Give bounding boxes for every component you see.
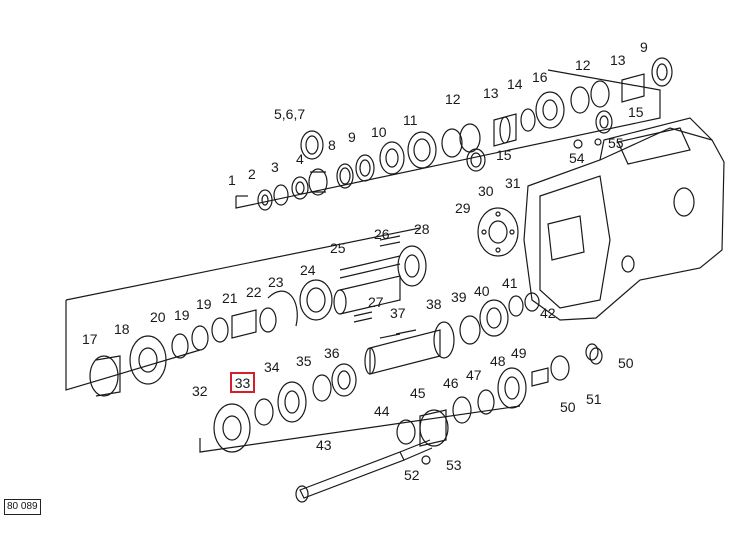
part-label: 16 bbox=[532, 69, 548, 85]
part-label: 12 bbox=[575, 57, 591, 73]
part-label: 25 bbox=[330, 240, 346, 256]
part-label: 21 bbox=[222, 290, 238, 306]
part-label: 49 bbox=[511, 345, 527, 361]
part-label: 17 bbox=[82, 331, 98, 347]
part-label: 44 bbox=[374, 403, 390, 419]
part-label: 32 bbox=[192, 383, 208, 399]
part-label: 19 bbox=[174, 307, 190, 323]
part-label: 19 bbox=[196, 296, 212, 312]
part-label: 8 bbox=[328, 137, 336, 153]
part-label: 9 bbox=[348, 129, 356, 145]
part-label: 27 bbox=[368, 294, 384, 310]
part-label: 22 bbox=[246, 284, 262, 300]
part-label: 29 bbox=[455, 200, 471, 216]
part-label: 15 bbox=[496, 147, 512, 163]
part-label: 39 bbox=[451, 289, 467, 305]
part-label: 36 bbox=[324, 345, 340, 361]
part-label: 23 bbox=[268, 274, 284, 290]
part-label: 37 bbox=[390, 305, 406, 321]
part-label: 9 bbox=[640, 39, 648, 55]
part-label: 1 bbox=[228, 172, 236, 188]
part-label: 47 bbox=[466, 367, 482, 383]
part-label: 13 bbox=[483, 85, 499, 101]
part-label: 18 bbox=[114, 321, 130, 337]
part-label: 54 bbox=[569, 150, 585, 166]
part-label: 55 bbox=[608, 135, 624, 151]
part-label: 34 bbox=[264, 359, 280, 375]
part-label: 12 bbox=[445, 91, 461, 107]
part-label: 31 bbox=[505, 175, 521, 191]
part-label: 4 bbox=[296, 151, 304, 167]
part-label: 2 bbox=[248, 166, 256, 182]
part-label: 5,6,7 bbox=[274, 106, 305, 122]
part-label: 24 bbox=[300, 262, 316, 278]
part-label: 28 bbox=[414, 221, 430, 237]
part-label: 41 bbox=[502, 275, 518, 291]
diagram-reference-code: 80 089 bbox=[4, 499, 41, 515]
part-label: 20 bbox=[150, 309, 166, 325]
part-label: 14 bbox=[507, 76, 523, 92]
part-label: 51 bbox=[586, 391, 602, 407]
part-label: 26 bbox=[374, 226, 390, 242]
part-label: 46 bbox=[443, 375, 459, 391]
part-label: 35 bbox=[296, 353, 312, 369]
part-label: 10 bbox=[371, 124, 387, 140]
part-label: 43 bbox=[316, 437, 332, 453]
part-label: 38 bbox=[426, 296, 442, 312]
part-label: 15 bbox=[628, 104, 644, 120]
part-label: 50 bbox=[560, 399, 576, 415]
part-label: 53 bbox=[446, 457, 462, 473]
part-label: 52 bbox=[404, 467, 420, 483]
part-label: 50 bbox=[618, 355, 634, 371]
part-label: 40 bbox=[474, 283, 490, 299]
highlighted-part-label[interactable]: 33 bbox=[230, 372, 255, 393]
part-label: 13 bbox=[610, 52, 626, 68]
part-label: 3 bbox=[271, 159, 279, 175]
part-label: 42 bbox=[540, 305, 556, 321]
part-label: 30 bbox=[478, 183, 494, 199]
part-label: 11 bbox=[403, 112, 418, 128]
part-label: 48 bbox=[490, 353, 506, 369]
part-label: 45 bbox=[410, 385, 426, 401]
